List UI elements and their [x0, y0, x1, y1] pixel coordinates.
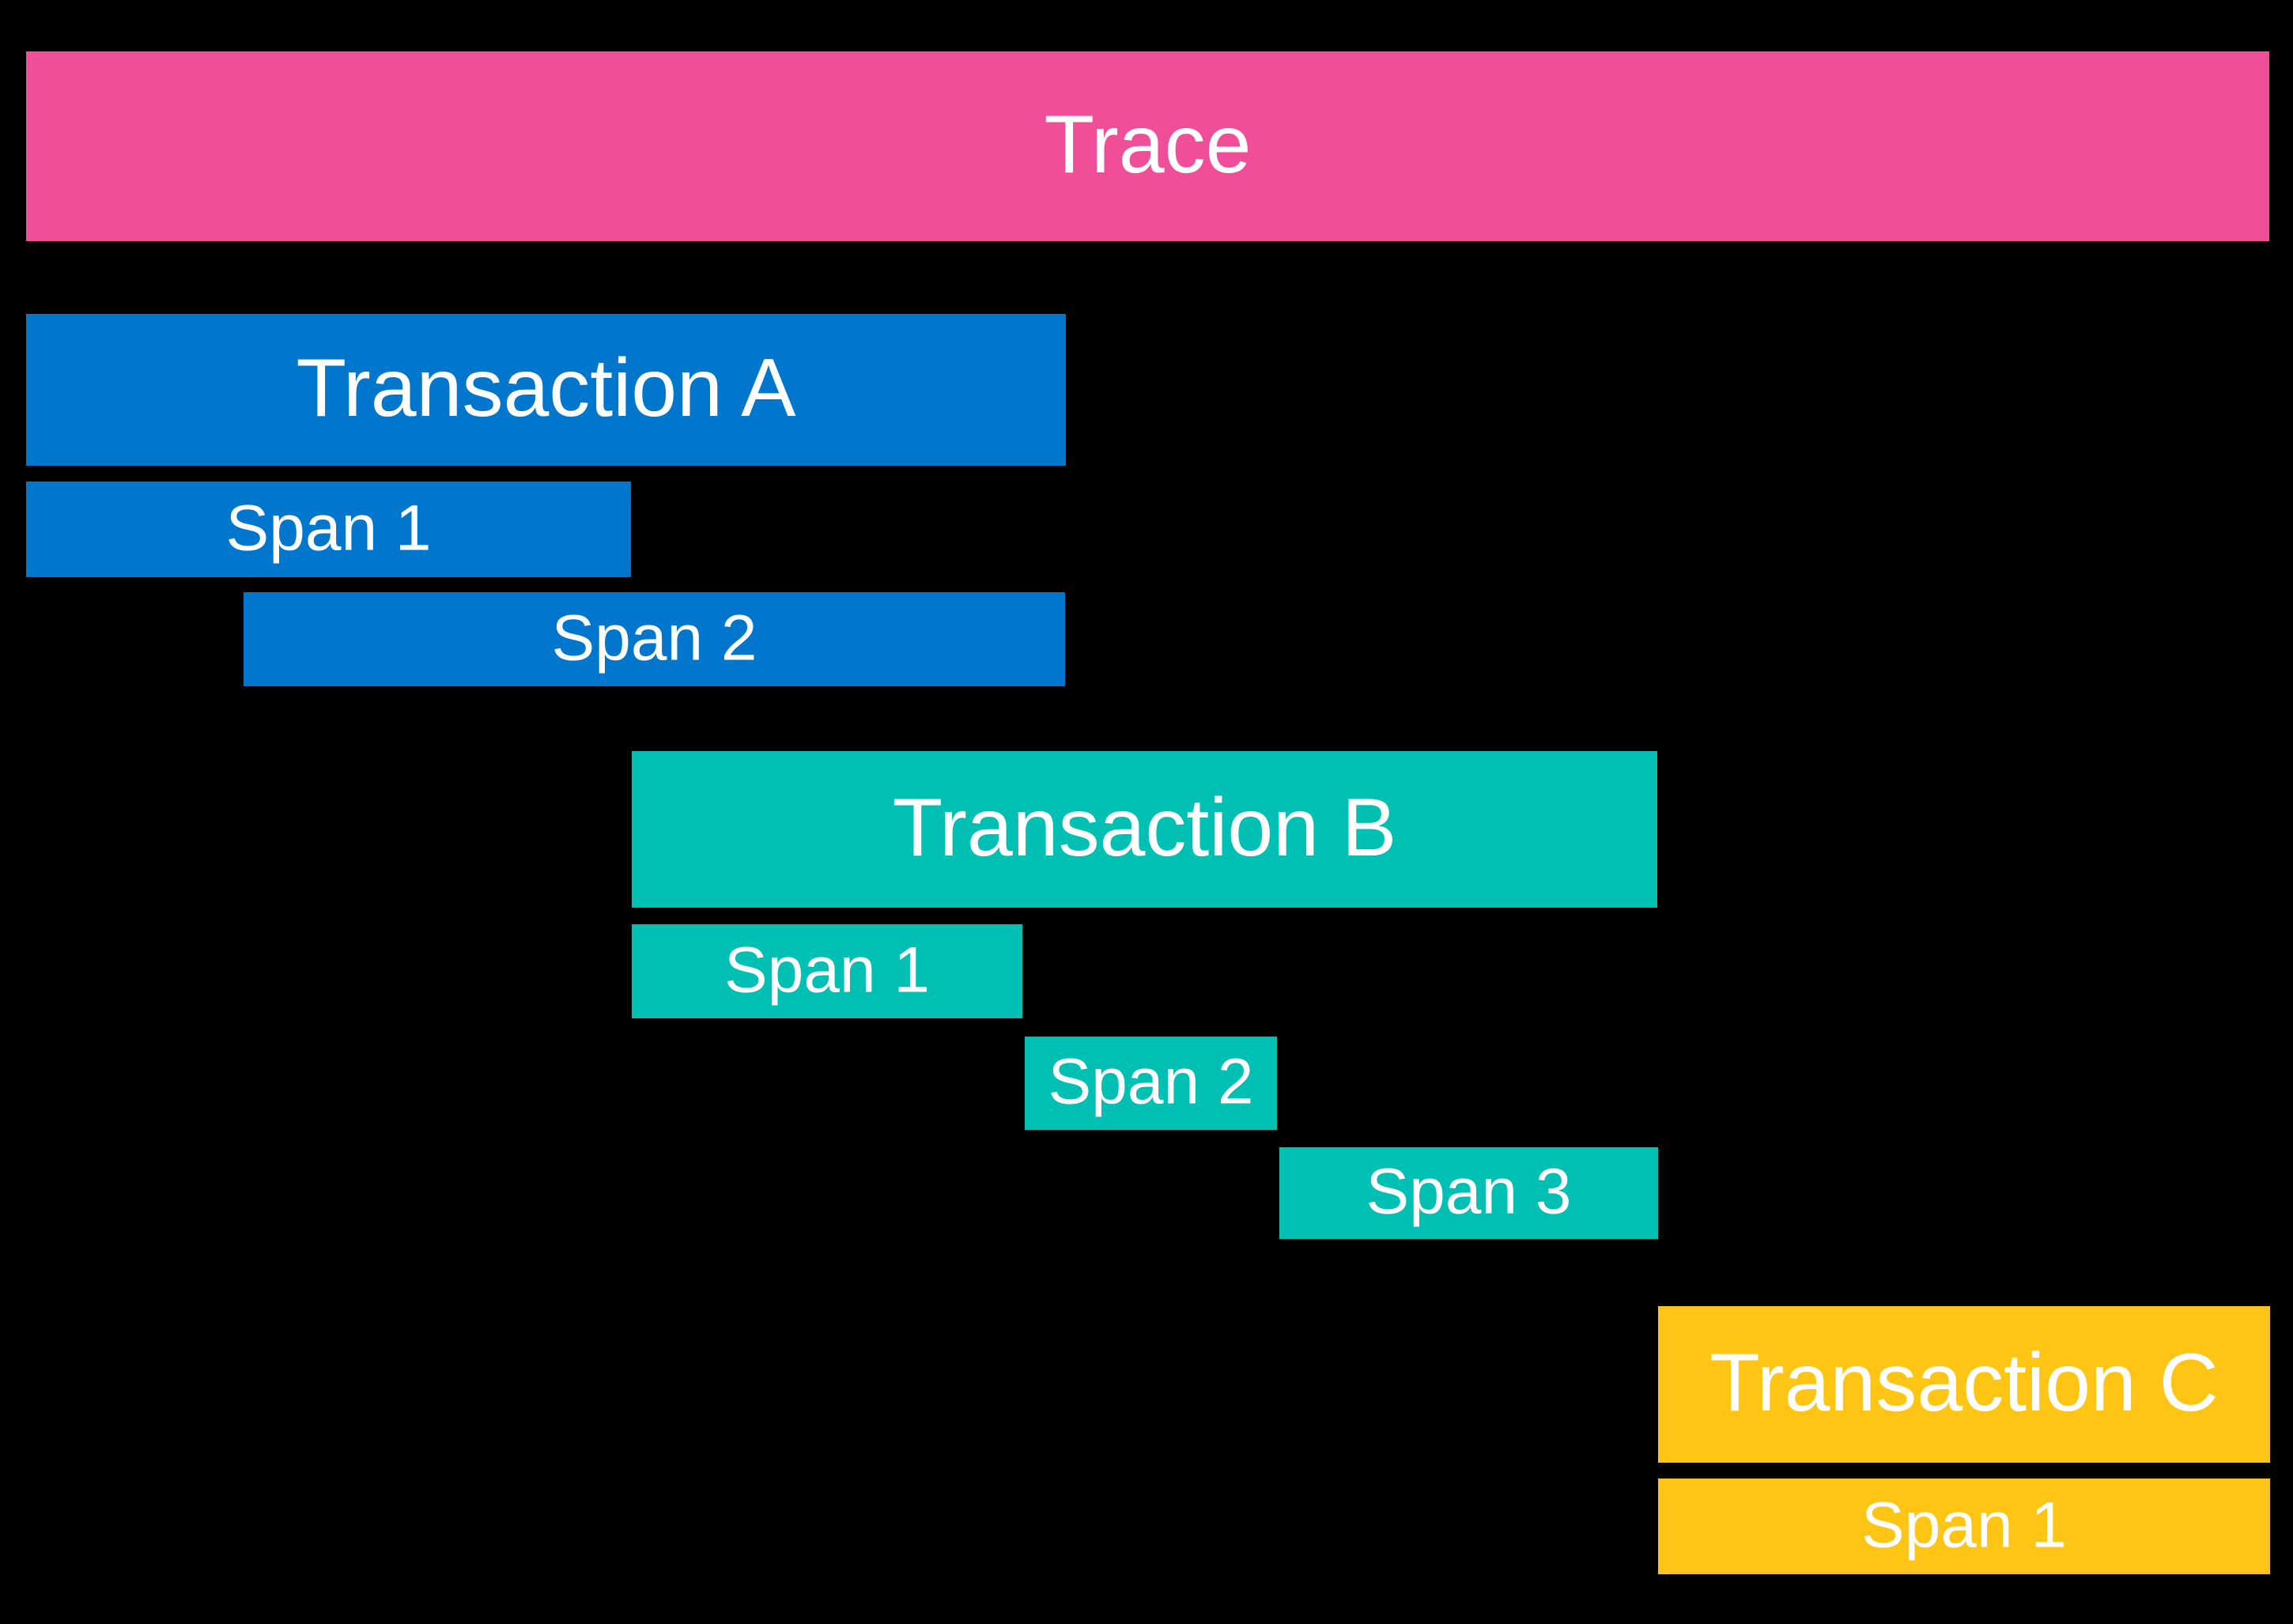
- transaction-b-label: Transaction B: [892, 781, 1397, 874]
- transaction-a-span-2-label: Span 2: [551, 601, 757, 674]
- transaction-b-span-2-bar: Span 2: [1025, 1037, 1277, 1130]
- transaction-a-bar: Transaction A: [26, 314, 1066, 466]
- transaction-b-span-2-label: Span 2: [1048, 1045, 1254, 1118]
- transaction-a-span-1-bar: Span 1: [26, 482, 631, 577]
- transaction-c-label: Transaction C: [1709, 1336, 2219, 1429]
- transaction-a-span-2-bar: Span 2: [244, 592, 1065, 686]
- trace-label: Trace: [1044, 98, 1252, 191]
- transaction-a-label: Transaction A: [296, 342, 796, 434]
- transaction-a-span-1-label: Span 1: [225, 491, 432, 564]
- trace-bar: Trace: [26, 51, 2269, 241]
- transaction-c-span-1-bar: Span 1: [1658, 1479, 2270, 1574]
- transaction-b-span-1-bar: Span 1: [632, 924, 1022, 1018]
- transaction-b-bar: Transaction B: [632, 751, 1657, 908]
- transaction-b-span-3-label: Span 3: [1366, 1155, 1572, 1228]
- transaction-b-span-3-bar: Span 3: [1279, 1147, 1658, 1239]
- transaction-c-bar: Transaction C: [1658, 1306, 2270, 1463]
- transaction-c-span-1-label: Span 1: [1861, 1488, 2067, 1561]
- transaction-b-span-1-label: Span 1: [724, 933, 930, 1006]
